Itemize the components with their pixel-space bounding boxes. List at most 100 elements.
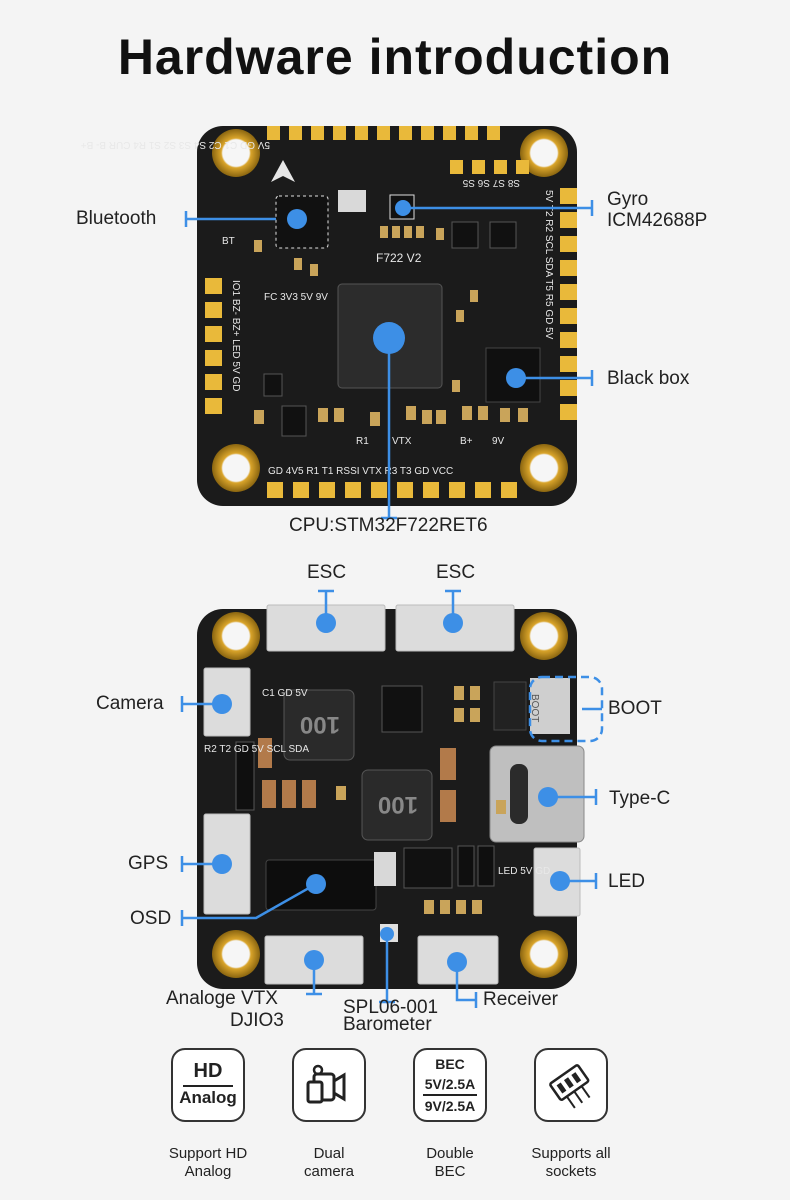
inductor-1-label: 100 bbox=[300, 711, 340, 738]
feature-double-bec: Double BEC bbox=[390, 1145, 510, 1181]
silk-9v: 9V bbox=[492, 436, 505, 447]
regulator bbox=[403, 847, 453, 889]
feature-dual-camera-line1: Dual bbox=[313, 1145, 345, 1162]
bec-icon-line3: 9V/2.5A bbox=[424, 1098, 476, 1114]
mount-hole bbox=[212, 129, 260, 177]
chip bbox=[489, 221, 517, 249]
camera-label: Camera bbox=[96, 693, 164, 714]
hd-analog-icon-top: HD bbox=[193, 1060, 223, 1082]
esc-label-2: ESC bbox=[436, 562, 476, 583]
regulator bbox=[263, 373, 283, 397]
esc-label-1: ESC bbox=[307, 562, 347, 583]
left-solder-pads bbox=[205, 278, 222, 414]
osd-label: OSD bbox=[130, 908, 172, 929]
gyro-marker bbox=[395, 200, 411, 216]
inductor-2 bbox=[361, 769, 433, 841]
gyro-label-line2: ICM42688P bbox=[607, 210, 708, 231]
socket-connector-icon bbox=[534, 1048, 608, 1122]
type-c-port bbox=[489, 745, 585, 843]
hd-analog-icon-bottom: Analog bbox=[179, 1088, 237, 1107]
bluetooth-label: Bluetooth bbox=[76, 208, 157, 229]
feature-sockets-line1: Supports all bbox=[531, 1145, 611, 1162]
logo-arrow-icon bbox=[271, 160, 295, 182]
hd-analog-icon: HD Analog bbox=[171, 1048, 245, 1122]
mount-hole bbox=[212, 444, 260, 492]
boot-button bbox=[530, 678, 570, 734]
typec-label: Type-C bbox=[609, 788, 671, 809]
vtx-label-line1: Analoge VTX bbox=[166, 988, 278, 1009]
bec-icon: BEC 5V/2.5A 9V/2.5A bbox=[413, 1048, 487, 1122]
mount-hole bbox=[212, 930, 260, 978]
bottom-solder-pads bbox=[267, 482, 517, 498]
bluetooth-marker bbox=[287, 209, 307, 229]
feature-hd-analog-line1: Support HD bbox=[168, 1145, 248, 1162]
receiver-marker bbox=[447, 952, 467, 972]
bottom-board: 100 100 C1 GD 5V R2 T2 GD 5V SCL SDA LED… bbox=[180, 589, 604, 1008]
inductor-1 bbox=[283, 689, 355, 761]
silk-vtx: VTX bbox=[392, 436, 412, 447]
mount-hole bbox=[520, 612, 568, 660]
boot-label: BOOT bbox=[608, 698, 662, 719]
mount-hole bbox=[212, 612, 260, 660]
mosfet bbox=[381, 685, 423, 733]
esc2-marker bbox=[443, 613, 463, 633]
typec-marker bbox=[538, 787, 558, 807]
right-solder-pads bbox=[560, 188, 577, 420]
receiver-label: Receiver bbox=[483, 989, 558, 1010]
gyro-label-line1: Gyro bbox=[607, 189, 649, 210]
silk-led-pins: LED 5V GD bbox=[498, 866, 550, 877]
feature-sockets-line2: sockets bbox=[545, 1163, 597, 1180]
silk-bplus: B+ bbox=[460, 436, 473, 447]
vtx-marker bbox=[304, 950, 324, 970]
esc1-marker bbox=[316, 613, 336, 633]
silk-fc: FC 3V3 5V 9V bbox=[264, 292, 328, 303]
barometer-label-line2: Barometer bbox=[343, 1014, 432, 1035]
boot-highlight-box bbox=[528, 675, 604, 743]
silk-right-col: 5V T2 R2 SCL SDA T5 R5 GD 5V bbox=[543, 190, 554, 340]
gps-marker bbox=[212, 854, 232, 874]
barometer-label-line1: SPL06-001 bbox=[343, 997, 439, 1018]
feature-dual-camera-line2: camera bbox=[303, 1163, 355, 1180]
bec-divider bbox=[423, 1094, 477, 1096]
bec-icon-title: BEC bbox=[435, 1056, 465, 1072]
cpu-marker bbox=[373, 322, 405, 354]
passive-components bbox=[254, 226, 528, 426]
gps-label: GPS bbox=[128, 853, 169, 874]
silk-bottom-row: GD 4V5 R1 T1 RSSI VTX R3 T3 GD VCC bbox=[268, 466, 453, 477]
feature-hd-analog-line2: Analog bbox=[184, 1163, 232, 1180]
barometer-marker bbox=[380, 927, 394, 941]
hd-analog-divider bbox=[183, 1085, 233, 1087]
feature-dual-camera: Dual camera bbox=[269, 1145, 389, 1181]
vtx-label-line2: DJIO3 bbox=[230, 1010, 284, 1031]
silk-r1: R1 bbox=[356, 436, 369, 447]
chip bbox=[451, 221, 479, 249]
led-label: LED bbox=[608, 871, 645, 892]
mount-hole bbox=[520, 930, 568, 978]
osd-marker bbox=[306, 874, 326, 894]
camera-marker bbox=[212, 694, 232, 714]
regulator bbox=[281, 405, 307, 437]
feature-double-bec-line2: BEC bbox=[434, 1163, 466, 1180]
led-marker bbox=[550, 871, 570, 891]
top-flight-controller-board: 5V GD C1 C2 S4 S3 S2 S1 R4 CUR B- B+ S8 … bbox=[81, 126, 594, 520]
top-solder-pads bbox=[267, 126, 529, 174]
mount-hole bbox=[520, 129, 568, 177]
silk-gps-pins: R2 T2 GD 5V SCL SDA bbox=[204, 744, 309, 755]
blackbox-marker bbox=[506, 368, 526, 388]
cpu-label: CPU:STM32F722RET6 bbox=[289, 515, 488, 536]
silk-bt: BT bbox=[222, 236, 235, 247]
crystal bbox=[374, 852, 396, 886]
silk-model: F722 V2 bbox=[376, 251, 422, 265]
dual-camera-icon bbox=[292, 1048, 366, 1122]
bec-icon-line2: 5V/2.5A bbox=[424, 1076, 476, 1092]
crystal bbox=[338, 190, 366, 212]
silk-row2: S8 S7 S6 S5 bbox=[462, 177, 520, 188]
blackbox-label: Black box bbox=[607, 368, 690, 389]
feature-double-bec-line1: Double bbox=[426, 1145, 474, 1162]
silk-top-row: 5V GD C1 C2 S4 S3 S2 S1 R4 CUR B- B+ bbox=[81, 139, 270, 150]
silk-cam-pins: C1 GD 5V bbox=[262, 688, 308, 699]
silk-boot: BOOT bbox=[529, 694, 540, 722]
bottom-passives bbox=[235, 686, 506, 914]
feature-sockets: Supports all sockets bbox=[511, 1145, 631, 1181]
